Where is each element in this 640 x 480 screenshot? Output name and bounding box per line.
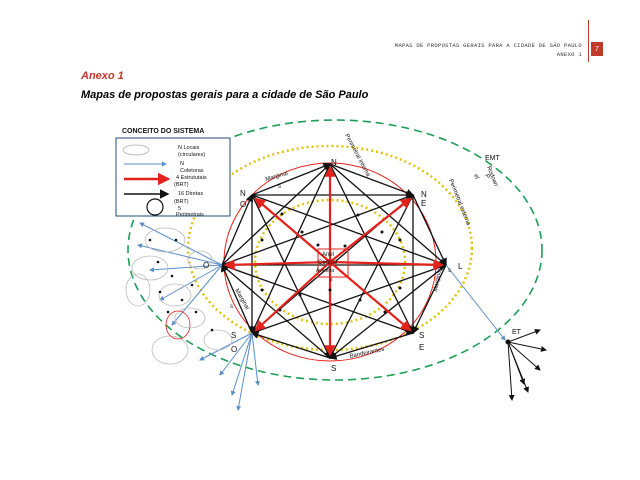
marginais-top-s: s bbox=[278, 184, 281, 190]
et-lines bbox=[507, 328, 547, 401]
label-l: L bbox=[458, 262, 463, 271]
legend-item-3b: (BRT) bbox=[174, 182, 189, 188]
label-so-o: O bbox=[231, 345, 237, 354]
page-number: 7 bbox=[591, 42, 603, 56]
structural-arrows bbox=[223, 165, 445, 357]
label-se-s: S bbox=[419, 331, 424, 340]
el-label: el bbox=[472, 174, 479, 181]
network-stops bbox=[260, 212, 402, 314]
annex-subtitle: Mapas de propostas gerais para a cidade … bbox=[81, 89, 369, 101]
legend-item-4b: (BRT) bbox=[174, 199, 189, 205]
yellow-ring-inner bbox=[253, 198, 407, 326]
marginais-left-s: s bbox=[230, 304, 233, 310]
legend-item-1a: N Locais bbox=[178, 145, 200, 151]
legend-item-2a: N bbox=[180, 161, 184, 167]
label-so-s: S bbox=[231, 331, 236, 340]
label-o: O bbox=[203, 261, 209, 270]
legend-box bbox=[115, 137, 231, 217]
anel-line-1: Anel bbox=[322, 252, 334, 258]
legend-item-1b: (circulares) bbox=[178, 152, 205, 158]
legend-item-5a: 5 bbox=[178, 206, 181, 212]
marginais-right: Marginai bbox=[433, 269, 443, 293]
label-n: N bbox=[331, 158, 337, 167]
legend-item-5b: Perimetrais bbox=[176, 212, 204, 218]
bandeirantes-label: Bandeirantes bbox=[349, 347, 385, 360]
running-header: MAPAS DE PROPOSTAS GERAIS PARA A CIDADE … bbox=[395, 41, 582, 59]
anel-line-3: Avenida bbox=[316, 268, 334, 274]
legend-perimeter-symbol bbox=[146, 198, 164, 216]
label-no-o: O bbox=[240, 200, 246, 209]
perimetral-interna-label: Perimetral interna bbox=[343, 133, 371, 178]
central-ring-box bbox=[317, 248, 349, 278]
legend-title: CONCEITO DO SISTEMA bbox=[122, 128, 204, 135]
label-se-e: E bbox=[419, 343, 424, 352]
local-stops bbox=[148, 238, 214, 332]
label-no-n: N bbox=[240, 189, 246, 198]
anel-line-2: Central bbox=[318, 260, 337, 266]
anel-line-4: s bbox=[330, 277, 333, 283]
et-label: ET bbox=[512, 329, 522, 336]
annex-title: Anexo 1 bbox=[81, 70, 124, 82]
emt-label: EMT bbox=[485, 155, 501, 162]
legend-item-4a: 16 Diretas bbox=[178, 191, 203, 197]
legend-local-symbol bbox=[122, 144, 150, 156]
feeder-lines bbox=[137, 222, 506, 411]
outer-ring bbox=[127, 119, 543, 381]
label-ne-n: N bbox=[421, 190, 427, 199]
header-rule bbox=[588, 20, 589, 62]
label-s: S bbox=[331, 364, 336, 373]
marginais-top: Marginai bbox=[265, 171, 289, 183]
et-hub bbox=[505, 339, 511, 345]
local-circular-routes bbox=[125, 227, 233, 365]
marginais-right-s: s bbox=[448, 268, 451, 274]
legend-item-2b: Coletoras bbox=[180, 168, 204, 174]
legend-item-3a: 4 Estrututais bbox=[176, 175, 207, 181]
perimetral-p-label: P bbox=[483, 174, 490, 180]
header-doc-title: MAPAS DE PROPOSTAS GERAIS PARA A CIDADE … bbox=[394, 42, 582, 49]
header-section: ANEXO 1 bbox=[556, 51, 582, 58]
perimetral-externa-label: Perimetral externa bbox=[447, 179, 471, 227]
label-ne-e: E bbox=[421, 199, 426, 208]
